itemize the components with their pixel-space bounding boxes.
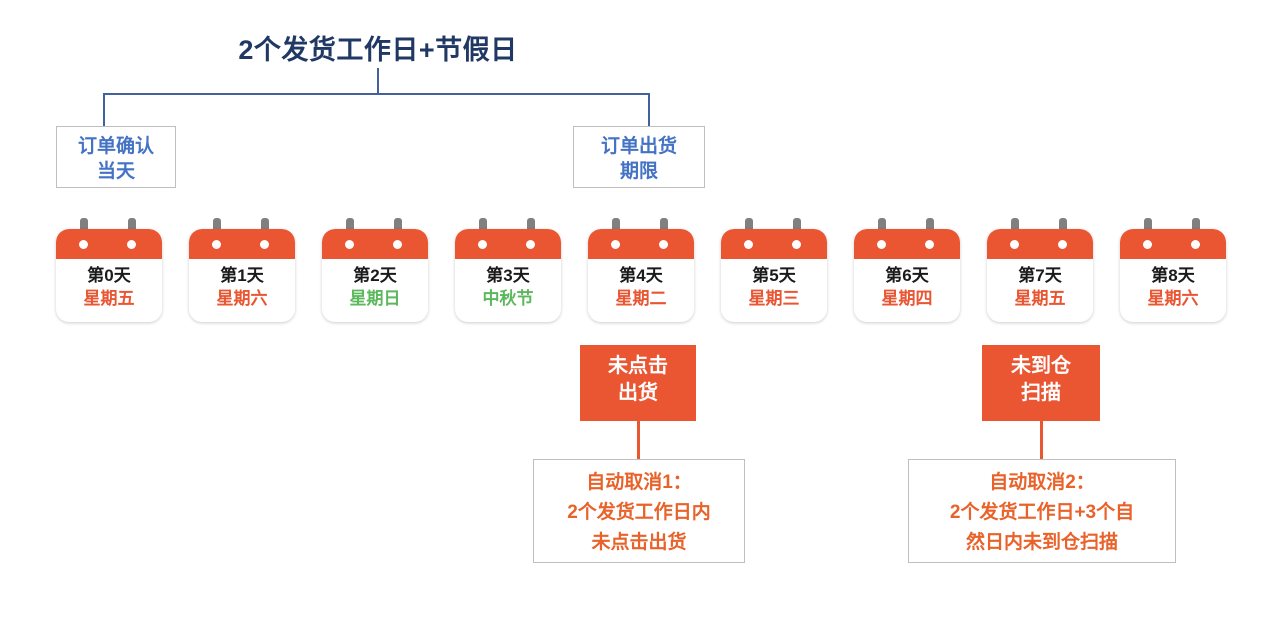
calendar-ring-icon — [1058, 240, 1067, 249]
calendar-ring-icon — [1010, 240, 1019, 249]
calendar-card-day-3: 第3天 中秋节 — [455, 218, 561, 322]
calendar-header-band — [189, 229, 295, 259]
bracket-top-rail — [103, 93, 650, 95]
bracket-arm-left — [103, 93, 105, 126]
calendar-body: 第0天 星期五 — [56, 229, 162, 322]
calendar-weekday: 星期六 — [216, 289, 268, 308]
calendar-card-day-7: 第7天 星期五 — [987, 218, 1093, 322]
calendar-day-number: 第7天 — [1018, 266, 1062, 285]
calendar-ring-icon — [611, 240, 620, 249]
calendar-ring-icon — [925, 240, 934, 249]
calendar-body: 第7天 星期五 — [987, 229, 1093, 322]
auto-cancel-2-line2: 2个发货工作日+3个自 — [949, 502, 1135, 523]
calendar-body: 第3天 中秋节 — [455, 229, 561, 322]
calendar-ring-icon — [744, 240, 753, 249]
label-order-ship-line1: 订单出货 — [600, 136, 677, 157]
label-order-ship-line2: 期限 — [619, 161, 658, 182]
calendar-day-number: 第2天 — [353, 266, 397, 285]
calendar-header-band — [721, 229, 827, 259]
calendar-weekday: 星期五 — [83, 289, 135, 308]
calendar-day-number: 第3天 — [486, 266, 530, 285]
calendar-body: 第2天 星期日 — [322, 229, 428, 322]
calendar-day-number: 第0天 — [87, 266, 131, 285]
flag-no-warehouse-scan: 未到仓 扫描 — [982, 345, 1100, 421]
calendar-ring-icon — [212, 240, 221, 249]
auto-cancel-2-line3: 然日内未到仓扫描 — [965, 532, 1118, 553]
flag-no-scan-line1: 未到仓 — [1011, 355, 1071, 377]
flag-connector-line-1 — [637, 421, 640, 461]
calendar-card-day-4: 第4天 星期二 — [588, 218, 694, 322]
calendar-ring-icon — [345, 240, 354, 249]
flag-no-click-ship: 未点击 出货 — [580, 345, 696, 421]
calendar-weekday: 中秋节 — [482, 289, 534, 308]
calendar-ring-icon — [877, 240, 886, 249]
calendar-card-day-5: 第5天 星期三 — [721, 218, 827, 322]
calendar-header-band — [588, 229, 694, 259]
calendar-ring-icon — [260, 240, 269, 249]
calendar-header-band — [455, 229, 561, 259]
calendar-body: 第4天 星期二 — [588, 229, 694, 322]
calendar-body: 第6天 星期四 — [854, 229, 960, 322]
label-box-order-confirm: 订单确认 当天 — [56, 126, 176, 188]
calendar-ring-icon — [79, 240, 88, 249]
auto-cancel-1-line2: 2个发货工作日内 — [567, 502, 711, 523]
calendar-day-number: 第6天 — [885, 266, 929, 285]
label-order-confirm-line1: 订单确认 — [77, 136, 154, 157]
calendar-ring-icon — [1143, 240, 1152, 249]
calendar-ring-icon — [1191, 240, 1200, 249]
calendar-header-band — [854, 229, 960, 259]
calendar-ring-icon — [792, 240, 801, 249]
calendar-ring-icon — [393, 240, 402, 249]
calendar-body: 第5天 星期三 — [721, 229, 827, 322]
calendar-ring-icon — [127, 240, 136, 249]
calendar-weekday: 星期二 — [615, 289, 667, 308]
calendar-day-number: 第1天 — [220, 266, 264, 285]
calendar-day-number: 第8天 — [1151, 266, 1195, 285]
flag-connector-line-2 — [1040, 421, 1043, 461]
note-box-auto-cancel-1: 自动取消1： 2个发货工作日内 未点击出货 — [533, 459, 745, 563]
label-order-confirm-line2: 当天 — [96, 161, 135, 182]
calendar-weekday: 星期四 — [881, 289, 933, 308]
calendar-body: 第8天 星期六 — [1120, 229, 1226, 322]
auto-cancel-2-line1: 自动取消2： — [989, 472, 1095, 493]
calendar-weekday: 星期六 — [1147, 289, 1199, 308]
calendar-card-day-0: 第0天 星期五 — [56, 218, 162, 322]
calendar-weekday: 星期五 — [1014, 289, 1066, 308]
calendar-card-day-2: 第2天 星期日 — [322, 218, 428, 322]
calendar-card-day-1: 第1天 星期六 — [189, 218, 295, 322]
calendar-day-number: 第5天 — [752, 266, 796, 285]
calendar-header-band — [1120, 229, 1226, 259]
calendar-weekday: 星期日 — [349, 289, 401, 308]
calendar-header-band — [987, 229, 1093, 259]
bracket-arm-right — [648, 93, 650, 126]
calendar-day-number: 第4天 — [619, 266, 663, 285]
flag-no-click-line1: 未点击 — [608, 355, 668, 377]
flag-no-click-line2: 出货 — [618, 382, 658, 404]
calendar-ring-icon — [526, 240, 535, 249]
auto-cancel-1-line1: 自动取消1： — [586, 472, 692, 493]
calendar-ring-icon — [659, 240, 668, 249]
diagram-title: 2个发货工作日+节假日 — [238, 35, 518, 65]
calendar-body: 第1天 星期六 — [189, 229, 295, 322]
bracket-stem — [377, 68, 379, 94]
flag-no-scan-line2: 扫描 — [1021, 382, 1061, 404]
calendar-card-day-6: 第6天 星期四 — [854, 218, 960, 322]
calendar-header-band — [322, 229, 428, 259]
calendar-ring-icon — [478, 240, 487, 249]
calendar-weekday: 星期三 — [748, 289, 800, 308]
label-box-order-ship-deadline: 订单出货 期限 — [573, 126, 705, 188]
calendar-card-day-8: 第8天 星期六 — [1120, 218, 1226, 322]
calendar-header-band — [56, 229, 162, 259]
auto-cancel-1-line3: 未点击出货 — [591, 532, 687, 553]
note-box-auto-cancel-2: 自动取消2： 2个发货工作日+3个自 然日内未到仓扫描 — [908, 459, 1176, 563]
